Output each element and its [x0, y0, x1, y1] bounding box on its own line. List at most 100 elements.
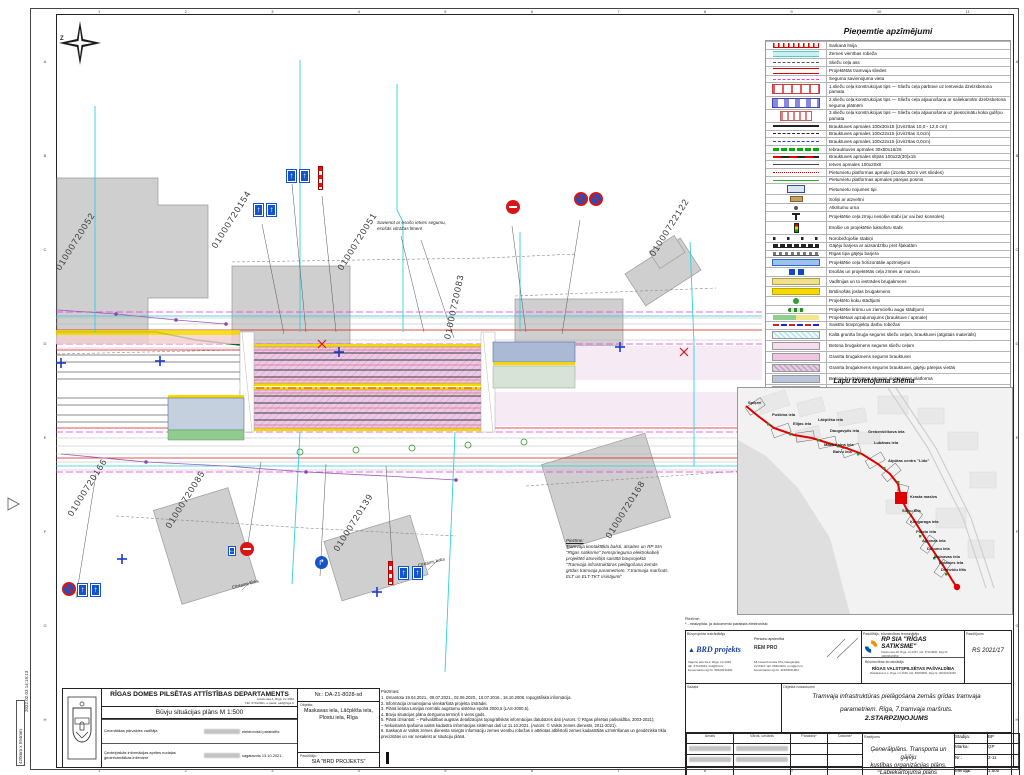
legend-label: Iebrauktuves apmales 30x50x16/26: [829, 146, 902, 152]
traffic-sign-icon: ↑: [412, 566, 423, 580]
map-street-label: Atpūtas centrs "Lido": [888, 458, 930, 463]
col-header: Vārds, uzvārds: [733, 733, 791, 744]
drawing-header: Rasējums: [864, 734, 880, 739]
legend-label: Projektētie krūmu un ziemciešu augu stād…: [829, 306, 924, 312]
legend-symbol-icon: [766, 146, 827, 153]
legend-symbol-icon: [766, 340, 827, 351]
legend-row: Seguma savienojuma vieta: [766, 74, 1010, 83]
legend-label: Brauktuves apmales slīpās 100x22(30)x15: [829, 154, 916, 160]
tram-route-7: [745, 405, 957, 587]
traffic-sign-icon: ←: [228, 546, 236, 556]
route-end-marker: [953, 583, 961, 591]
legend-label: Projektētie ceļa zīmju nesošie stabi (ar…: [829, 213, 945, 219]
legend-symbol-icon: [766, 297, 827, 306]
traffic-sign-icon: [506, 200, 520, 214]
legend-table: Sarkanā līnija Zemes vienības robeža Sli…: [765, 40, 1011, 462]
notes-title: Piezīmes:: [381, 689, 400, 694]
grid-tick: 7: [617, 767, 620, 773]
inset-title: Lapu izvietojuma shēma: [833, 378, 915, 385]
redacted-name: [204, 753, 240, 759]
grid-tick: 7: [617, 8, 620, 14]
legend-row: Projektētie ceļa horizontālie apzīmējumi: [766, 257, 1010, 268]
drawing-name-cell: Rasējums Ģenerālplāns. Transporta un gāj…: [862, 733, 955, 775]
legend-symbol-icon: [766, 362, 827, 373]
section-header: Sadaļa: [687, 684, 699, 689]
legend-symbol-icon: [766, 184, 827, 195]
legend-symbol-icon: [766, 258, 827, 268]
route-section-marks: [767, 423, 948, 576]
legend-label: Brauktuves apmales 100x22x15 (izvirzītas…: [829, 138, 931, 144]
legend-symbol-icon: [766, 153, 827, 161]
legend-label: Brauktuves apmales 100x30x15 (izvirzītas…: [829, 123, 948, 129]
legend-row: Granīta bruģakmens segums brauktuvei: [766, 350, 1010, 362]
object-name-line: 2.STARPZIŅOJUMS: [864, 715, 929, 722]
legend-label: Soliņi ar atzveltni: [829, 196, 864, 202]
grid-tick: 10: [876, 8, 882, 14]
client-name: RP SIA "RĪGAS SATIKSME": [881, 635, 927, 650]
legend-row: Brauktuves apmales 100x22x15 (izvirzītas…: [766, 129, 1010, 138]
sheet-extent-boxes: [744, 397, 952, 578]
legend-row: Brauktuves apmales slīpās 100x22(30)x15: [766, 152, 1010, 161]
number-label: Nr.:: [954, 754, 988, 767]
legend-label: Projektētās tramvaja sliedes: [829, 67, 887, 73]
legend-row: Saistīto būvprojektu darbu robežas: [766, 320, 1010, 329]
legend-label: Ietves apmales 100x20x8: [829, 161, 882, 167]
legend-row: Vadlīnijas un to iestrādes bruģakmens: [766, 276, 1010, 287]
legend-label: Seguma savienojuma vieta: [829, 76, 885, 82]
grid-tick: 1: [98, 767, 101, 773]
inset-map-drawing: [738, 388, 1012, 614]
map-street-label: Malnavas iela: [934, 554, 960, 559]
map-street-label: Puškina iela: [772, 412, 796, 417]
legend-row: 1.sliežu ceļa konstrukcijas tips — Sliež…: [766, 82, 1010, 96]
map-street-label: Daugavpils iela: [830, 428, 860, 433]
legend-symbol-icon: [766, 373, 827, 384]
grid-tick: C: [43, 246, 47, 252]
drawing-name-line: Ģenerālplāns. Transporta un gājēju: [870, 747, 947, 761]
traffic-sign-icon: [318, 166, 323, 190]
legend-row: Projektēto koku stādījumi: [766, 296, 1010, 306]
plan-note-line: "Tramvaja infrastruktūras pielāgošana ze…: [566, 561, 658, 567]
star-note-text: * - neaizpilda, ja dokumentu paraksta el…: [685, 621, 768, 626]
legend-label: Pieturvietu platformas apmales pārejas p…: [829, 177, 924, 183]
legend-label: Sliežu ceļa ass: [829, 59, 860, 65]
legend-title: Pieņemtie apzīmējumi: [843, 26, 933, 36]
callout-line: esošās vitrāžas līmenī: [377, 225, 422, 231]
grid-tick: D: [43, 340, 47, 346]
legend-symbol-icon: [766, 321, 827, 329]
traffic-sign-icon: ↑: [398, 566, 409, 580]
section-cell: Sadaļa: [686, 684, 782, 732]
legend-symbol-icon: [766, 306, 827, 313]
grid-tick: 2: [184, 8, 187, 14]
legend-row: Pieturvietu nojumes tipi: [766, 183, 1010, 195]
grid-tick: G: [43, 622, 47, 628]
traffic-sign-icon: ↱: [315, 556, 328, 569]
initiator-header: Būvniecības ierosinātājs: [865, 659, 904, 664]
legend-symbol-icon: [766, 212, 827, 222]
current-sheet-marker: [895, 492, 907, 504]
survey-points: [114, 312, 458, 482]
legend-label: Gājēju barjera ar aizsardzību pret šļaka…: [829, 243, 917, 249]
traffic-sign-icon: [388, 561, 393, 585]
rempro-address: 18.novembra iela 37a, Daugavpils,LV-5401…: [754, 660, 803, 672]
grid-tick: F: [1015, 528, 1019, 534]
initiator-name: RĪGAS VALSTSPILSĒTAS PAŠVALDĪBA: [871, 666, 955, 671]
legend-row: 2.sliežu ceļa konstrukcijas tips — Sliež…: [766, 95, 1010, 109]
traffic-sign-icon: [589, 192, 603, 206]
legend-row: Iebrauktuves apmales 30x50x16/26: [766, 145, 1010, 153]
grid-tick: 11: [965, 8, 970, 14]
legend-label: Norobežojošie stabiņi: [829, 235, 873, 241]
legend-label: Betona bruģakmens segums sliežu ceļam: [829, 342, 915, 348]
legend-row: Granīta bruģakmens segums brauktuvei, gā…: [766, 361, 1010, 373]
mark-label: Marka:: [954, 742, 988, 756]
document-number: Nr.: DA-21-8028-sd: [298, 689, 379, 702]
grid-tick: 5: [444, 8, 447, 14]
legend-symbol-icon: [766, 50, 827, 58]
rigas-satiksme-logo: [864, 640, 878, 653]
plan-note-line: projektēti atsevišķā saistītā būvprojekt…: [566, 555, 646, 561]
legend-symbol-icon: [766, 176, 827, 184]
grid-tick: 5: [444, 767, 447, 773]
sign-leader-lines: [75, 183, 581, 599]
traffic-sign-icon: ↑: [266, 203, 277, 217]
